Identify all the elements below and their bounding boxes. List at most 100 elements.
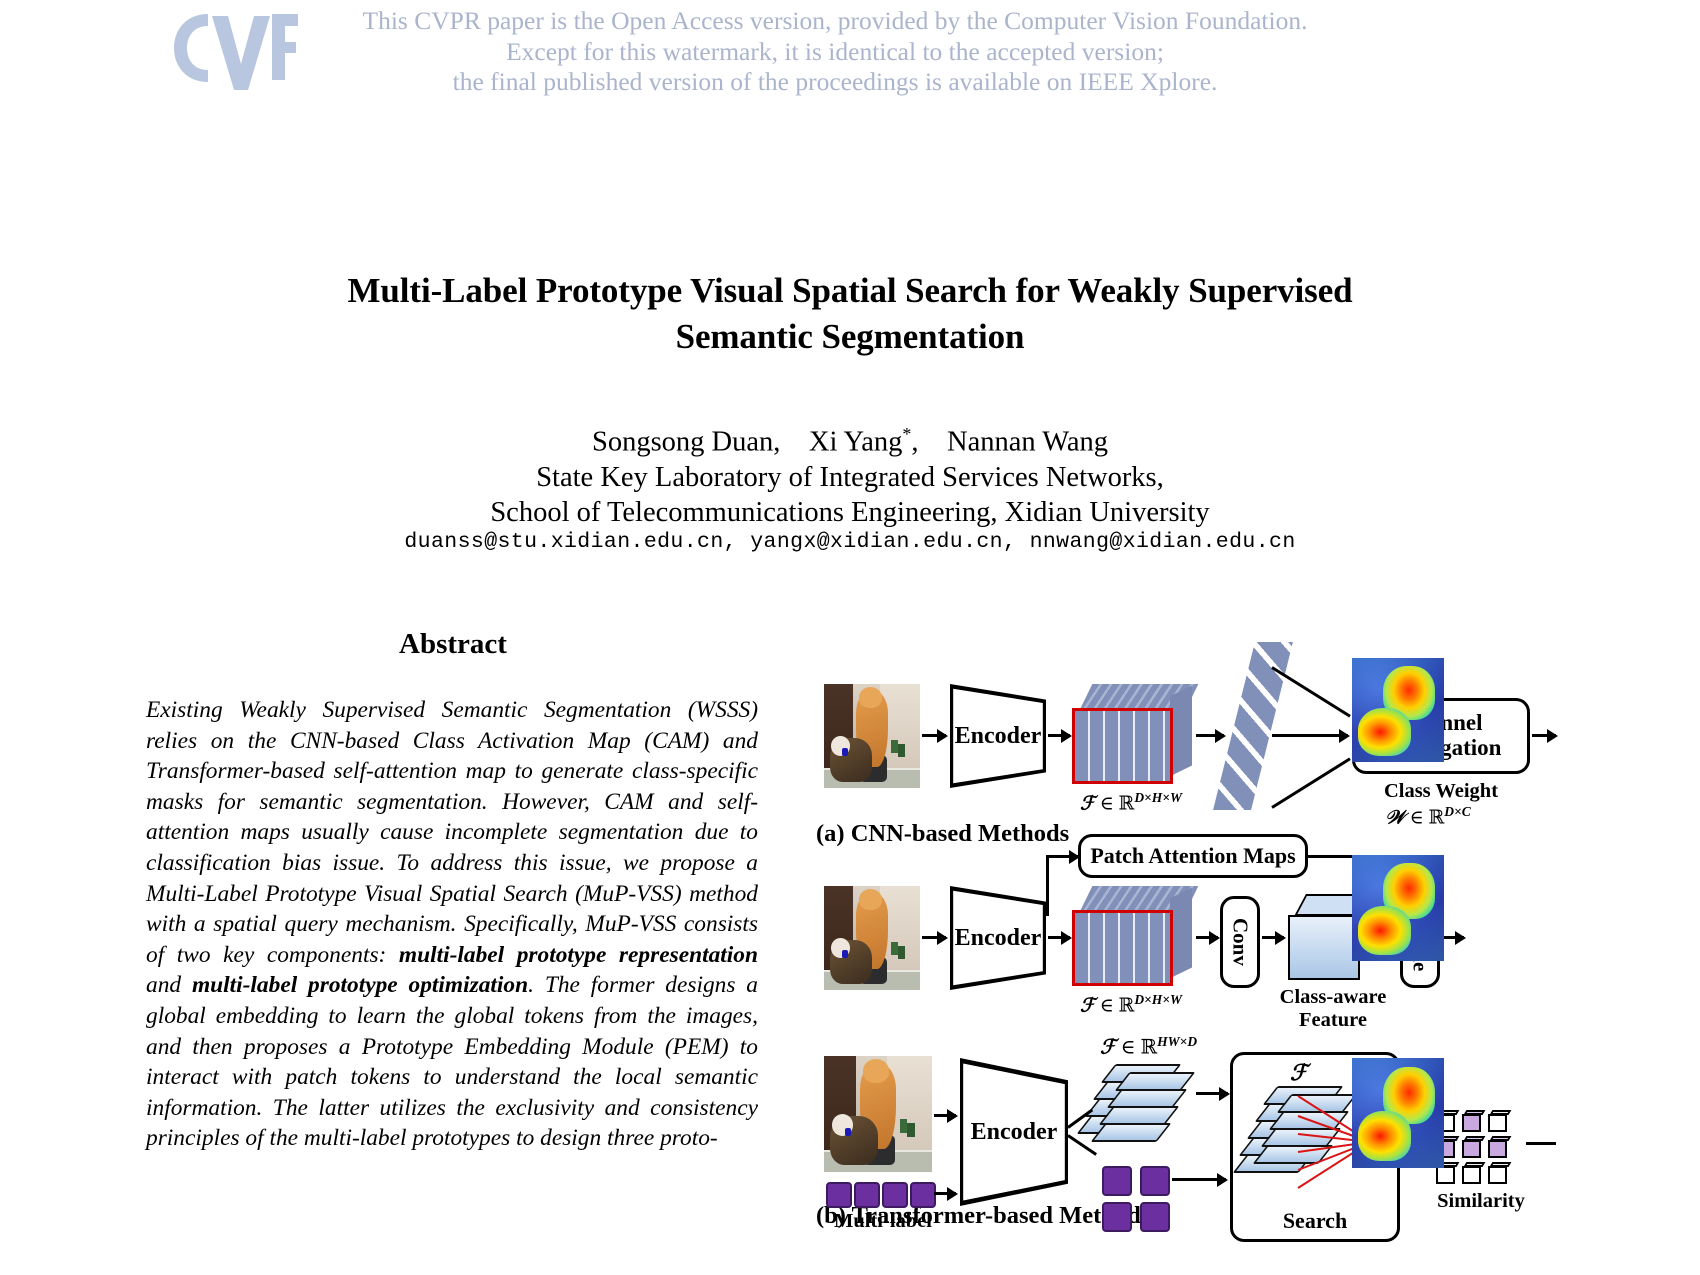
conv-label: Conv bbox=[1228, 918, 1253, 966]
input-image-c bbox=[824, 1056, 932, 1172]
weight-symbol: 𝒲 bbox=[1385, 807, 1405, 829]
multilabel-token-1[interactable] bbox=[826, 1182, 852, 1208]
feature-notation-a: ℱ ∈ ℝD×H×W bbox=[1080, 790, 1182, 815]
arrow-slab-to-agg-a bbox=[1272, 734, 1348, 737]
arrow-tokens-to-search bbox=[1196, 1092, 1228, 1095]
encoder-block-b: Encoder bbox=[950, 886, 1046, 990]
feature-space-a: ℝ bbox=[1118, 793, 1135, 815]
prototype-token-4[interactable] bbox=[1140, 1202, 1170, 1232]
feature-cube-a bbox=[1072, 684, 1199, 784]
heatmap-output-c bbox=[1352, 1058, 1444, 1168]
weight-dims: D×C bbox=[1444, 804, 1471, 819]
encoder-label-c: Encoder bbox=[970, 1118, 1058, 1145]
class-aware-line-2: Feature bbox=[1299, 1008, 1367, 1031]
arrow-refine-to-cam-b bbox=[1442, 936, 1464, 939]
arrow-encoder-to-feature-b bbox=[1048, 936, 1070, 939]
prototype-token-2[interactable] bbox=[1140, 1166, 1170, 1196]
arrow-tokens-to-encoder-c bbox=[934, 1192, 956, 1195]
panel-a-caption: (a) CNN-based Methods bbox=[816, 820, 1070, 847]
feature-space-b: ℝ bbox=[1118, 995, 1135, 1017]
encoder-block-a: Encoder bbox=[950, 684, 1046, 788]
patch-attention-maps-box: Patch Attention Maps bbox=[1078, 834, 1308, 878]
author-names-tail: , Nannan Wang bbox=[911, 426, 1108, 458]
similarity-cube-6 bbox=[1488, 1136, 1512, 1158]
weight-space: ℝ bbox=[1428, 807, 1445, 829]
multilabel-token-2[interactable] bbox=[854, 1182, 880, 1208]
abstract-bold-2: multi-label prototype optimization bbox=[191, 972, 529, 999]
watermark-line-3: the final published version of the proce… bbox=[452, 67, 1218, 96]
heatmap-output-a bbox=[1352, 658, 1444, 762]
feature-to-attention-riser bbox=[1046, 856, 1049, 916]
abstract-part-2: . The former designs a global embedding … bbox=[146, 972, 758, 1152]
cvf-watermark-banner: This CVPR paper is the Open Access versi… bbox=[0, 0, 1700, 105]
arrow-prototypes-to-search bbox=[1172, 1178, 1226, 1181]
arrow-encoder-to-feature-a bbox=[1048, 734, 1070, 737]
title-line-1: Multi-Label Prototype Visual Spatial Sea… bbox=[347, 271, 1353, 310]
class-aware-feature-label: Class-aware Feature bbox=[1274, 986, 1392, 1032]
prototype-token-1[interactable] bbox=[1102, 1166, 1132, 1196]
feature-in-c: ∈ bbox=[1120, 1036, 1136, 1059]
similarity-cube-3 bbox=[1488, 1110, 1512, 1132]
author-names: Songsong Duan, Xi Yang*, Nannan Wang bbox=[180, 417, 1520, 460]
author-emails: duanss@stu.xidian.edu.cn, yangx@xidian.e… bbox=[404, 530, 1296, 554]
author-block: Songsong Duan, Xi Yang*, Nannan Wang Sta… bbox=[180, 417, 1520, 530]
class-aware-line-1: Class-aware bbox=[1279, 986, 1387, 1008]
affiliation-line-1: State Key Laboratory of Integrated Servi… bbox=[536, 461, 1164, 493]
class-weight-label: Class Weight bbox=[1383, 780, 1499, 802]
watermark-line-2: Except for this watermark, it is identic… bbox=[506, 36, 1164, 66]
search-label: Search bbox=[1282, 1208, 1348, 1234]
search-feature-symbol: ℱ bbox=[1290, 1060, 1308, 1085]
similarity-cube-7 bbox=[1436, 1162, 1460, 1184]
arrow-conv-to-classaware bbox=[1262, 936, 1284, 939]
abstract-bold-1: multi-label prototype representation bbox=[398, 941, 758, 968]
similarity-cube-9 bbox=[1488, 1162, 1512, 1184]
arrow-to-attention-box bbox=[1046, 855, 1078, 858]
feature-symbol-a: ℱ bbox=[1080, 793, 1095, 815]
input-image-b bbox=[824, 886, 920, 990]
arrow-feature-to-slab-a bbox=[1196, 734, 1224, 737]
prototype-token-3[interactable] bbox=[1102, 1202, 1132, 1232]
multilabel-token-3[interactable] bbox=[882, 1182, 908, 1208]
feature-symbol-b: ℱ bbox=[1080, 995, 1095, 1017]
abstract-heading: Abstract bbox=[399, 628, 507, 660]
arrow-agg-to-cam-a bbox=[1532, 734, 1556, 737]
feature-notation-c: ℱ ∈ ℝHW×D bbox=[1100, 1034, 1197, 1060]
similarity-cube-5 bbox=[1462, 1136, 1486, 1158]
encoder-label-a: Encoder bbox=[954, 722, 1042, 749]
feature-in-a: ∈ bbox=[1099, 793, 1114, 815]
multilabel-label: Multi-label bbox=[834, 1210, 932, 1232]
cvf-logo-icon bbox=[174, 14, 298, 90]
title-line-2: Semantic Segmentation bbox=[675, 317, 1025, 356]
attention-to-refine-top bbox=[1306, 855, 1382, 858]
similarity-to-output-line bbox=[1526, 1142, 1556, 1145]
multilabel-token-4[interactable] bbox=[910, 1182, 936, 1208]
author-names-head: Songsong Duan, Xi Yang bbox=[591, 426, 903, 458]
similarity-cube-8 bbox=[1462, 1162, 1486, 1184]
feature-dims-a: D×H×W bbox=[1134, 790, 1182, 805]
affiliation-line-2: School of Telecommunications Engineering… bbox=[490, 496, 1210, 528]
feature-space-c: ℝ bbox=[1140, 1036, 1158, 1059]
corresponding-author-marker: * bbox=[902, 424, 912, 444]
slab-to-agg-upper-line bbox=[1271, 666, 1351, 718]
patch-attention-label: Patch Attention Maps bbox=[1090, 843, 1296, 869]
similarity-cube-2 bbox=[1462, 1110, 1486, 1132]
feature-dims-c: HW×D bbox=[1157, 1034, 1198, 1049]
abstract-part-mid: and bbox=[146, 972, 192, 999]
input-image-a bbox=[824, 684, 920, 788]
encoder-label-b: Encoder bbox=[954, 924, 1042, 951]
class-weight-notation: 𝒲 ∈ ℝD×C bbox=[1385, 804, 1471, 829]
similarity-label: Similarity bbox=[1437, 1190, 1525, 1212]
heatmap-output-b bbox=[1352, 855, 1444, 961]
feature-symbol-c: ℱ bbox=[1100, 1036, 1116, 1059]
arrow-image-to-encoder-c bbox=[934, 1114, 956, 1117]
encoder-block-c: Encoder bbox=[960, 1058, 1068, 1206]
watermark-line-1: This CVPR paper is the Open Access versi… bbox=[362, 6, 1308, 35]
weight-in: ∈ bbox=[1409, 807, 1424, 829]
arrow-feature-to-conv bbox=[1196, 936, 1218, 939]
feature-cube-b bbox=[1072, 886, 1199, 986]
arrow-image-to-encoder-b bbox=[922, 936, 946, 939]
class-weight-slab-a bbox=[1213, 642, 1293, 810]
patch-token-stack bbox=[1076, 1064, 1196, 1150]
feature-notation-b: ℱ ∈ ℝD×H×W bbox=[1080, 992, 1182, 1017]
feature-dims-b: D×H×W bbox=[1134, 992, 1182, 1007]
